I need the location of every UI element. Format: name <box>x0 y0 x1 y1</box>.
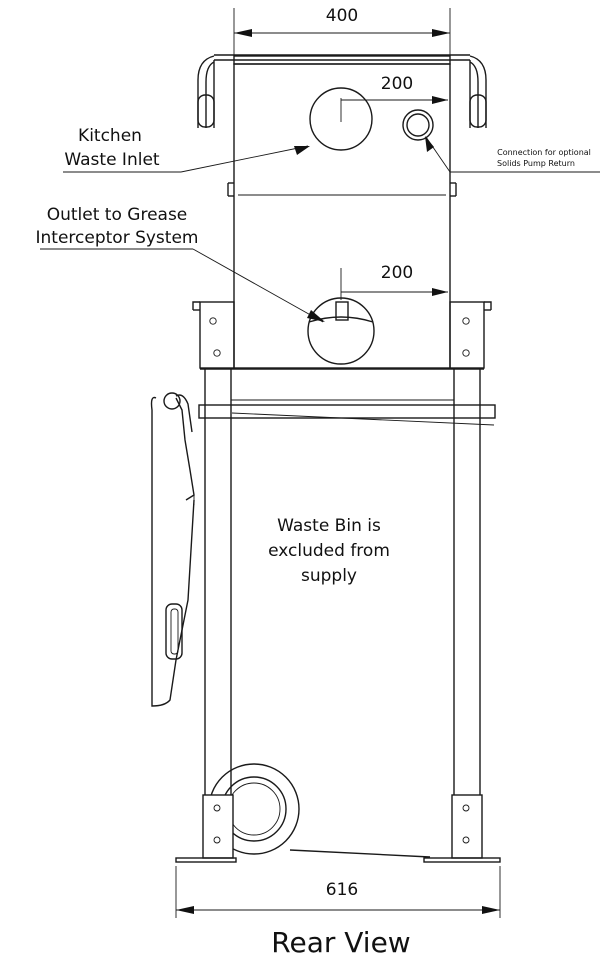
top-handle-bar <box>214 54 470 65</box>
leader-pump-return <box>425 136 600 173</box>
dimension-top-width: 400 <box>233 6 451 68</box>
frame-crossbar <box>198 399 496 426</box>
view-title: Rear View <box>271 926 410 959</box>
label-bin-line1: Waste Bin is <box>277 516 381 536</box>
dimension-outlet-offset-label: 200 <box>381 263 413 283</box>
left-handle <box>197 55 215 128</box>
label-outlet-line1: Outlet to Grease <box>47 205 188 225</box>
leader-outlet <box>40 248 325 323</box>
outlet-pipe <box>307 268 375 365</box>
frame-top-brackets <box>192 301 492 370</box>
dimension-inlet-offset-label: 200 <box>381 74 413 94</box>
waste-bin <box>150 392 195 707</box>
right-handle <box>469 55 487 128</box>
dimension-outlet-offset: 200 <box>341 263 448 296</box>
frame-foot-brackets <box>175 794 501 863</box>
label-bin-line3: supply <box>301 566 357 586</box>
label-outlet-line2: Interceptor System <box>36 228 199 248</box>
leader-kitchen-inlet <box>63 145 310 173</box>
dimension-top-width-label: 400 <box>326 6 358 26</box>
tank-body <box>227 63 457 369</box>
dimension-base-width-label: 616 <box>326 880 358 900</box>
label-pump-line2: Solids Pump Return <box>497 159 575 168</box>
dimension-base-width: 616 <box>175 866 501 918</box>
pump-return-connection <box>402 109 434 141</box>
kitchen-inlet-pipe <box>309 87 373 151</box>
frame-legs <box>204 369 481 795</box>
label-bin-line2: excluded from <box>268 541 390 561</box>
dimension-inlet-offset: 200 <box>341 74 448 104</box>
label-kitchen-inlet-line2: Waste Inlet <box>64 150 159 170</box>
bin-wheel <box>208 763 431 858</box>
label-kitchen-inlet-line1: Kitchen <box>78 126 142 146</box>
label-pump-line1: Connection for optional <box>497 148 591 157</box>
